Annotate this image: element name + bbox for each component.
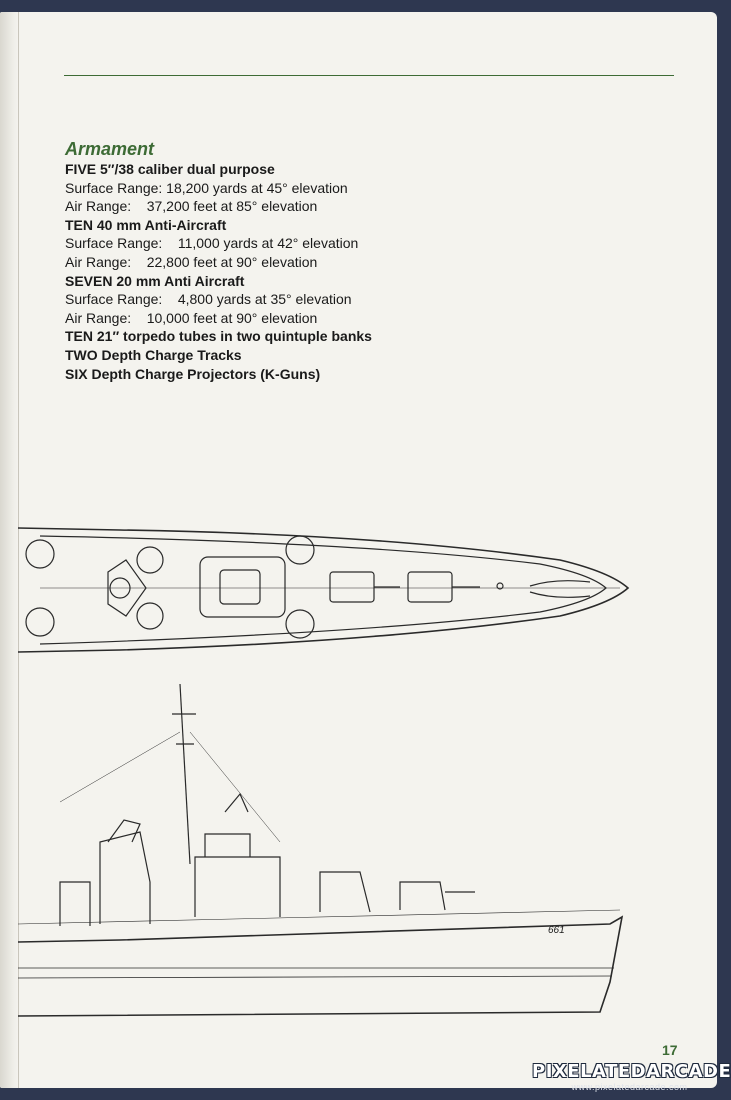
- armament-line: TEN 40 mm Anti-Aircraft: [65, 216, 227, 233]
- armament-line: Surface Range: 4,800 yards at 35° elevat…: [65, 291, 352, 308]
- page-number: 17: [662, 1042, 678, 1058]
- armament-line: Surface Range: 18,200 yards at 45° eleva…: [65, 179, 348, 196]
- ship-plan-view: [17, 527, 630, 653]
- armament-line: SEVEN 20 mm Anti Aircraft: [65, 272, 245, 289]
- section-heading: Armament: [65, 139, 155, 159]
- watermark-title: PIXELATEDARCADE: [532, 1061, 731, 1082]
- armament-line: Air Range: 37,200 feet at 85° elevation: [65, 198, 318, 215]
- armament-list: FIVE 5″/38 caliber dual purpose Surface …: [65, 160, 665, 383]
- armament-line: Air Range: 10,000 feet at 90° elevation: [65, 309, 318, 326]
- armament-section: Armament FIVE 5″/38 caliber dual purpose…: [65, 138, 665, 383]
- ship-drawings: 661: [17, 527, 630, 1017]
- top-rule: [64, 75, 674, 76]
- armament-line: TWO Depth Charge Tracks: [65, 346, 242, 363]
- watermark-url: www.pixelatedarcade.com: [571, 1082, 688, 1092]
- brochure-page: Armament FIVE 5″/38 caliber dual purpose…: [0, 12, 717, 1088]
- armament-line: FIVE 5″/38 caliber dual purpose: [65, 161, 275, 177]
- armament-line: Air Range: 22,800 feet at 90° elevation: [65, 253, 318, 270]
- armament-line: TEN 21″ torpedo tubes in two quintuple b…: [65, 328, 372, 345]
- watermark: PIXELATEDARCADE www.pixelatedarcade.com: [532, 1061, 731, 1093]
- hull-number: 661: [548, 925, 565, 936]
- ship-profile-view: [17, 683, 624, 1017]
- page-gutter: [0, 12, 19, 1088]
- armament-line: Surface Range: 11,000 yards at 42° eleva…: [65, 235, 359, 252]
- armament-line: SIX Depth Charge Projectors (K-Guns): [65, 365, 321, 382]
